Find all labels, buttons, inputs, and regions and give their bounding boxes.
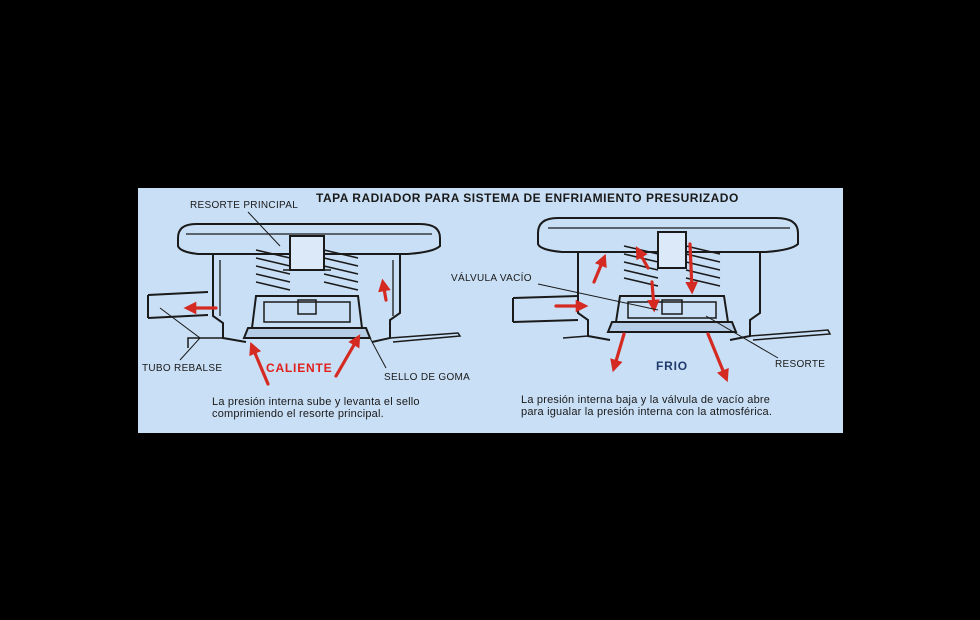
label-rubber-seal: SELLO DE GOMA bbox=[384, 372, 471, 383]
arrow-inner-up bbox=[635, 246, 650, 270]
caption-hot-line2: comprimiendo el resorte principal. bbox=[212, 408, 384, 420]
cap-cold-diagram bbox=[512, 217, 832, 341]
arrow-valve-down bbox=[646, 280, 660, 313]
flow-arrows-hot bbox=[183, 278, 391, 386]
label-main-spring: RESORTE PRINCIPAL bbox=[190, 200, 299, 211]
arrow-out-right bbox=[706, 332, 729, 383]
caption-hot-line1: La presión interna sube y levanta el sel… bbox=[212, 396, 420, 408]
label-spring: RESORTE bbox=[775, 359, 826, 370]
leader-lines-left bbox=[159, 211, 387, 369]
diagram-panel: TAPA RADIADOR PARA SISTEMA DE ENFRIAMIEN… bbox=[138, 188, 843, 433]
arrow-out-left bbox=[610, 332, 626, 373]
arrow-pressure-left bbox=[249, 341, 270, 386]
cap-hot-diagram bbox=[147, 223, 462, 348]
radiator-cap-diagram bbox=[147, 211, 832, 386]
caption-cold-line2: para igualar la presión interna con la a… bbox=[521, 406, 773, 418]
flow-arrows-cold bbox=[554, 242, 729, 383]
caption-cold-line1: La presión interna baja y la válvula de … bbox=[521, 394, 771, 406]
leader-lines-right bbox=[537, 283, 779, 359]
label-vacuum-valve: VÁLVULA VACÍO bbox=[451, 273, 532, 284]
arrow-up-right bbox=[378, 278, 391, 302]
arrow-pressure-right bbox=[334, 334, 361, 378]
arrow-up-left bbox=[592, 253, 607, 284]
state-label-hot: CALIENTE bbox=[266, 361, 333, 375]
state-label-cold: FRIO bbox=[656, 359, 688, 373]
arrow-spring-down bbox=[685, 242, 699, 295]
label-overflow-tube: TUBO REBALSE bbox=[142, 363, 223, 374]
diagram-title: TAPA RADIADOR PARA SISTEMA DE ENFRIAMIEN… bbox=[316, 191, 739, 205]
